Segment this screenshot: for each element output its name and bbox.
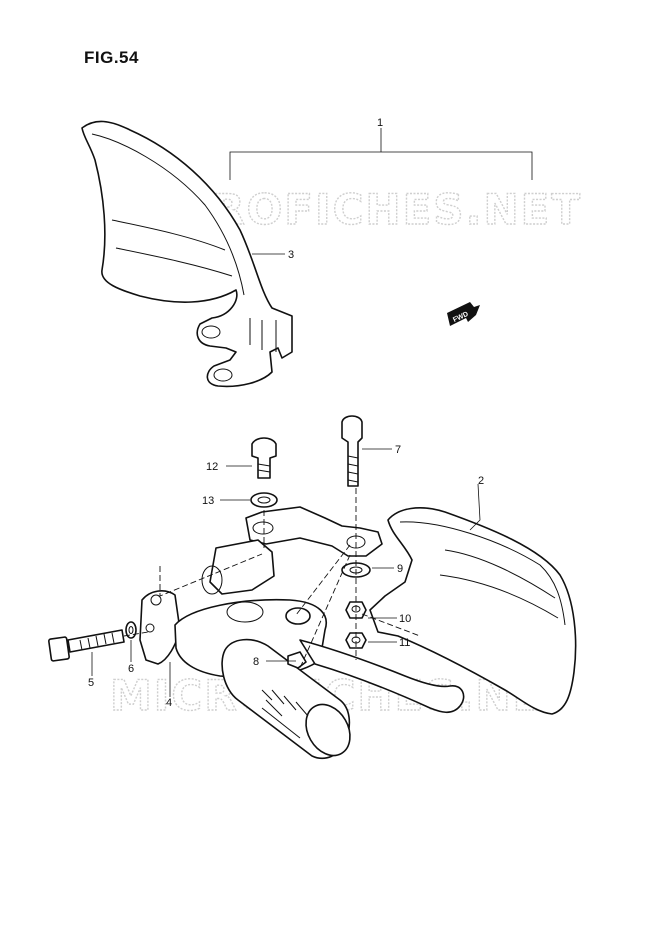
bolt-5 (48, 629, 125, 662)
group-bracket-1 (229, 128, 533, 180)
assembly-lines (123, 488, 421, 669)
figure-title: FIG.54 (84, 48, 139, 67)
callout-13: 13 (202, 495, 214, 507)
bolt-12 (251, 437, 277, 479)
callout-12: 12 (206, 461, 218, 473)
washer-13 (250, 492, 278, 508)
nut-11 (345, 632, 367, 649)
callout-4: 4 (166, 697, 172, 709)
callout-8: 8 (253, 656, 259, 668)
handlebar-grip (221, 638, 351, 760)
callout-10: 10 (399, 613, 411, 625)
callout-1: 1 (377, 117, 383, 129)
callout-11: 11 (399, 637, 410, 649)
callout-5: 5 (88, 677, 94, 689)
hand-guard-lower (369, 507, 577, 715)
callout-2: 2 (478, 475, 484, 487)
hand-guard-upper (81, 120, 293, 388)
callout-7: 7 (395, 444, 401, 456)
callout-6: 6 (128, 663, 134, 675)
callout-9: 9 (397, 563, 403, 575)
fwd-direction-badge: FWD (447, 302, 480, 326)
leader-lines (91, 253, 481, 697)
bolt-7 (341, 415, 363, 487)
callout-3: 3 (288, 249, 294, 261)
clutch-lever (299, 639, 465, 714)
